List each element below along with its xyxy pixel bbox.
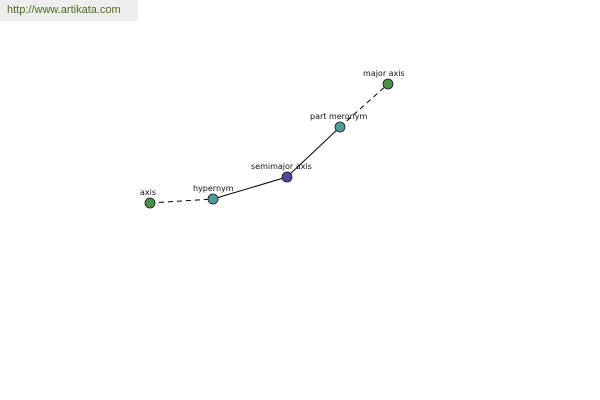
node-axis-circle[interactable] — [144, 197, 156, 209]
edge-hypernym-semimajor — [212, 176, 288, 200]
edge-part-major — [339, 83, 389, 128]
edge-semimajor-part — [286, 126, 341, 178]
node-hypernym-circle[interactable] — [207, 193, 219, 205]
node-major[interactable]: major axis — [363, 69, 405, 90]
node-layer: axis hypernym semimajor axis part meronym ma… — [140, 69, 405, 209]
node-hypernym-label: hypernym — [193, 184, 234, 193]
node-major-label: major axis — [363, 69, 405, 78]
node-part-circle[interactable] — [334, 121, 346, 133]
node-semimajor[interactable]: semimajor axis — [251, 162, 312, 183]
node-semimajor-circle[interactable] — [281, 171, 293, 183]
node-part[interactable]: part meronym — [310, 112, 367, 133]
node-major-circle[interactable] — [382, 78, 394, 90]
edge-axis-hypernym — [149, 198, 214, 204]
site-url-watermark: http://www.artikata.com — [0, 0, 138, 21]
edge-layer — [149, 83, 389, 204]
node-part-label: part meronym — [310, 112, 367, 121]
node-axis-label: axis — [140, 188, 156, 197]
node-axis[interactable]: axis — [140, 188, 156, 209]
node-semimajor-label: semimajor axis — [251, 162, 312, 171]
node-hypernym[interactable]: hypernym — [193, 184, 234, 205]
